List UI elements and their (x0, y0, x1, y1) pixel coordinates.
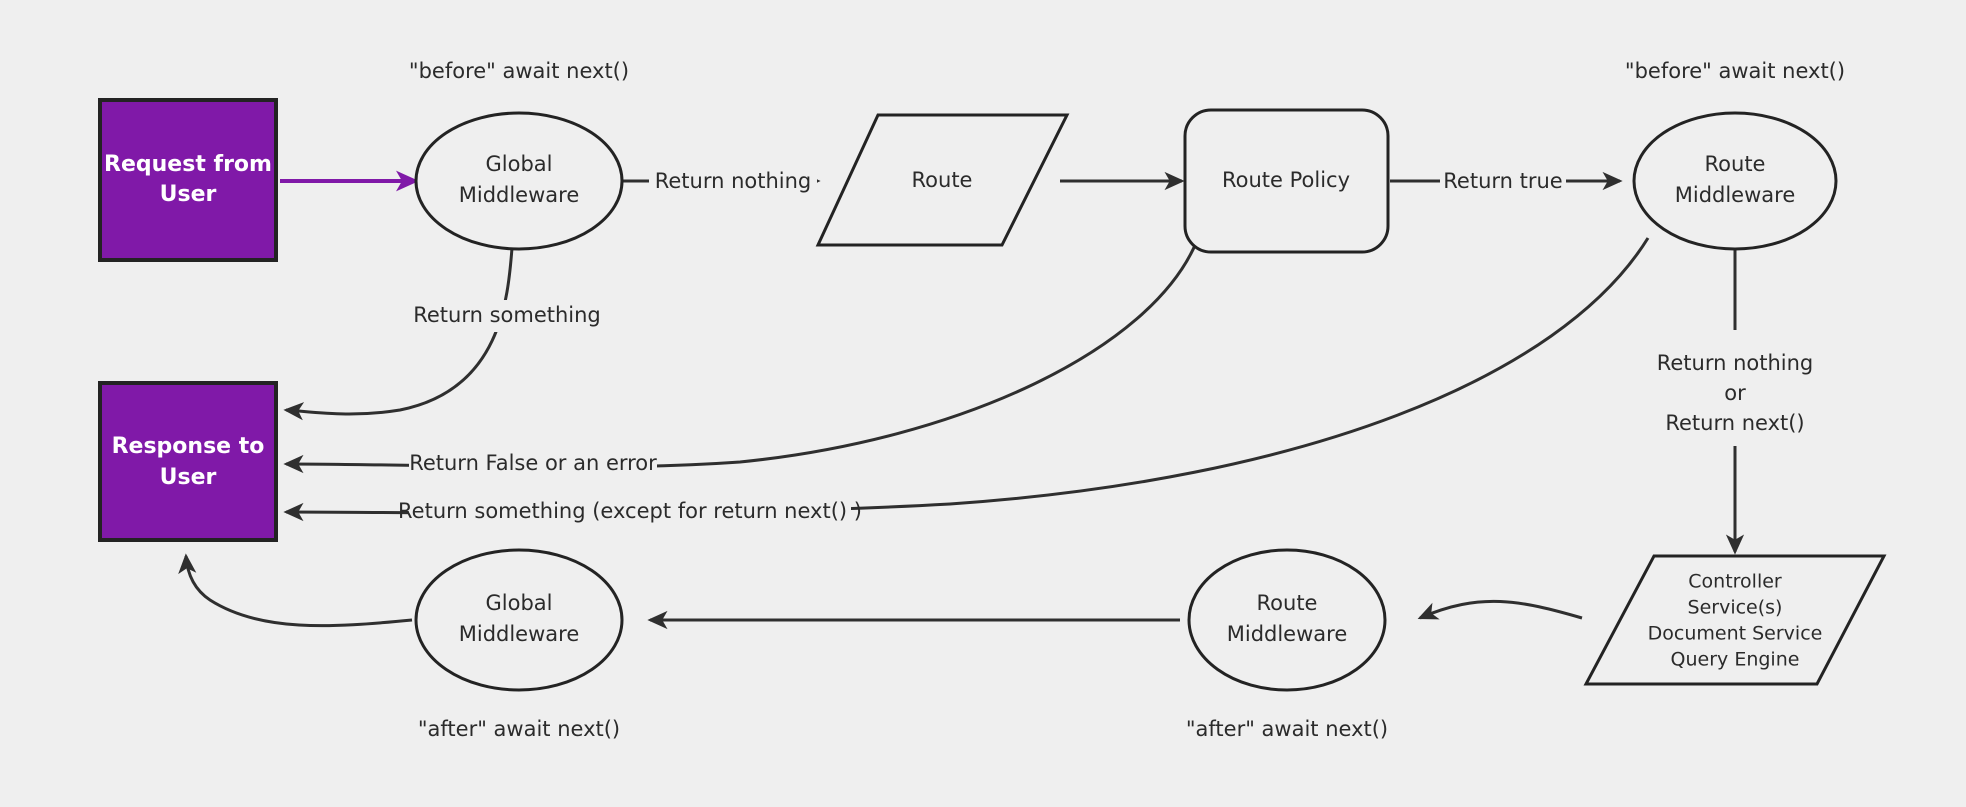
node-global-middleware-before-line2: Middleware (459, 183, 580, 207)
edge-label-backdrop-return-true (1440, 165, 1566, 197)
node-global-middleware-after[interactable] (414, 548, 624, 692)
edge-label-backdrop-return-something-except (409, 496, 851, 528)
node-request-from-user-line2: User (160, 182, 217, 207)
node-controller-stack-line3: Document Service (1648, 623, 1823, 645)
node-request-from-user[interactable] (98, 98, 278, 262)
node-route-middleware-after[interactable] (1187, 548, 1387, 692)
annotation-after-await-next-route: "after" await next() (1186, 717, 1388, 741)
node-global-middleware-before-line1: Global (486, 152, 553, 176)
edge-label-return-nothing: Return nothing (655, 169, 812, 193)
node-controller-stack-line1: Controller (1688, 571, 1782, 593)
edge-global-middleware-to-response-return-something (283, 247, 514, 421)
edge-label-return-false-or-error: Return False or an error (409, 451, 657, 475)
node-controller-stack-line2: Service(s) (1688, 597, 1783, 619)
edge-label-backdrop-return-something (410, 300, 605, 332)
node-response-to-user-line2: User (160, 465, 217, 490)
annotation-after-await-next-global: "after" await next() (418, 717, 620, 741)
node-route-middleware-before[interactable] (1632, 111, 1838, 251)
node-route-policy[interactable] (1183, 108, 1390, 254)
node-route-middleware-after-line1: Route (1257, 591, 1318, 615)
node-request-from-user-line1: Request from (104, 152, 272, 177)
node-route-middleware-before-line2: Middleware (1675, 183, 1796, 207)
edge-label-backdrop-return-nothing-or-next (1648, 348, 1824, 446)
edge-controller-to-route-middleware-after (1417, 599, 1583, 620)
edge-label-return-something-except: Return something (except for return next… (398, 499, 862, 523)
node-response-to-user-line1: Response to (112, 434, 265, 459)
node-global-middleware-after-line1: Global (486, 591, 553, 615)
node-controller-stack[interactable] (1583, 554, 1887, 686)
node-global-middleware-after-line2: Middleware (459, 622, 580, 646)
node-route-middleware-before-line1: Route (1705, 152, 1766, 176)
annotation-before-await-next-global: "before" await next() (409, 59, 629, 83)
edge-label-return-nothing-or-next-line1: Return nothing (1657, 351, 1814, 375)
node-controller-stack-line4: Query Engine (1671, 649, 1800, 671)
edge-label-return-something: Return something (413, 303, 601, 327)
edge-global-middleware-after-to-response (178, 553, 413, 628)
edge-route-policy-to-response-return-false (283, 242, 1198, 474)
edge-label-backdrop-return-nothing (649, 165, 817, 197)
edge-label-return-nothing-or-next-line3: Return next() (1665, 411, 1804, 435)
node-route-label: Route (912, 168, 973, 192)
edge-label-backdrop-return-false-or-error (409, 448, 657, 480)
node-response-to-user[interactable] (98, 381, 278, 542)
edge-label-return-true: Return true (1443, 169, 1562, 193)
node-route-policy-label: Route Policy (1222, 168, 1350, 192)
edge-label-return-nothing-or-next-line2: or (1724, 381, 1746, 405)
annotation-before-await-next-route: "before" await next() (1625, 59, 1845, 83)
node-route[interactable] (815, 113, 1070, 247)
node-global-middleware-before[interactable] (414, 111, 624, 251)
node-route-middleware-after-line2: Middleware (1227, 622, 1348, 646)
